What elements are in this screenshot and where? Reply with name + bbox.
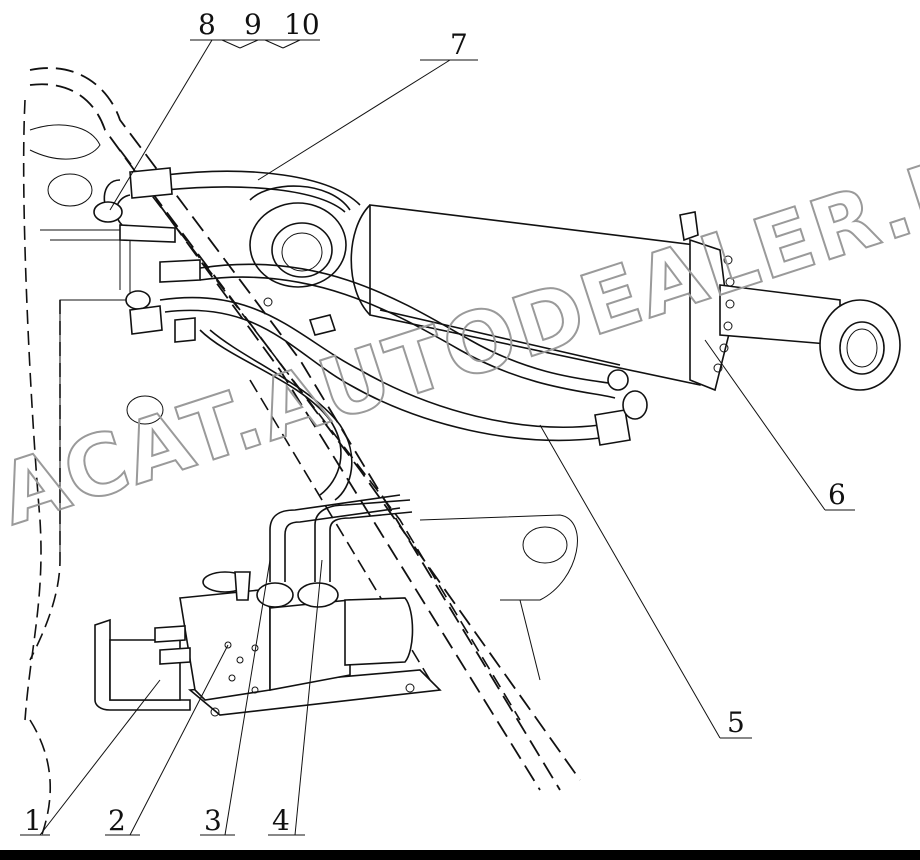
- footer-bar: [0, 850, 920, 860]
- callout-labels: 8 9 10 7 6 5 1 2 3 4: [24, 8, 846, 837]
- callout-1: 1: [24, 804, 42, 837]
- callout-9: 9: [244, 8, 262, 41]
- callout-6: 6: [828, 478, 846, 511]
- cylinder-rear-mount: [249, 185, 351, 288]
- valve-pipes: [269, 494, 413, 582]
- callout-10: 10: [284, 8, 320, 41]
- callout-5: 5: [727, 706, 745, 739]
- valve-assembly: [94, 571, 442, 717]
- callout-4: 4: [272, 804, 290, 837]
- hose-lines: [93, 167, 648, 501]
- callout-7: 7: [450, 28, 468, 61]
- hydraulic-cylinder: [350, 204, 901, 392]
- leader-lines: [20, 39, 855, 836]
- callout-8: 8: [198, 8, 216, 41]
- callout-2: 2: [108, 804, 126, 837]
- callout-3: 3: [204, 804, 222, 837]
